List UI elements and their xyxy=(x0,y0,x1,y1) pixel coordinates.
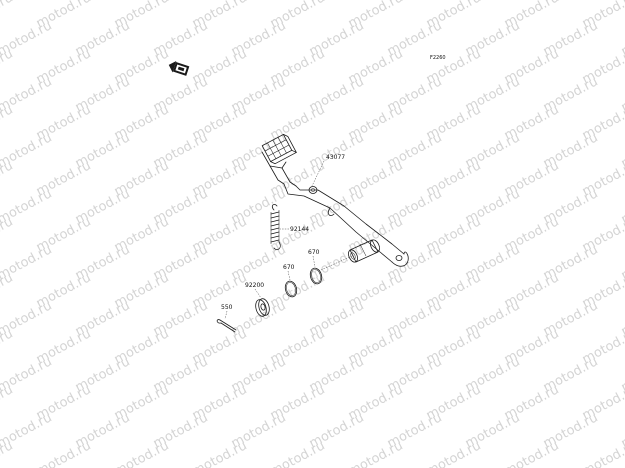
o-ring-upper-drawing xyxy=(309,267,323,285)
front-direction-icon xyxy=(168,61,190,76)
cotter-pin-drawing xyxy=(216,319,237,333)
o-ring-lower-drawing xyxy=(284,280,298,298)
label-o-ring-upper: 670 xyxy=(308,249,320,256)
washer-drawing xyxy=(255,298,270,317)
return-spring-drawing xyxy=(270,203,281,250)
label-cotter-pin: 550 xyxy=(221,304,233,311)
label-washer: 92200 xyxy=(245,282,264,289)
watermark-text: motod.ru xyxy=(112,438,172,468)
diagram-code: F2260 xyxy=(430,55,446,61)
watermark-text: motod.ru xyxy=(190,438,250,468)
label-brake-pedal: 43077 xyxy=(326,154,345,161)
label-return-spring: 92144 xyxy=(290,226,309,233)
watermark-text: motod.ru xyxy=(0,0,16,32)
watermark-text: motod.ru xyxy=(346,438,406,468)
label-o-ring-lower: 670 xyxy=(283,264,295,271)
watermark-text: motod.ru xyxy=(268,438,328,468)
watermark-text: motod.ru xyxy=(34,438,94,468)
pivot-shaft-drawing xyxy=(348,239,380,263)
watermark-text: motod.ru xyxy=(502,438,562,468)
watermark-text: motod.ru xyxy=(424,438,484,468)
watermark-text: motod.ru xyxy=(580,438,625,468)
